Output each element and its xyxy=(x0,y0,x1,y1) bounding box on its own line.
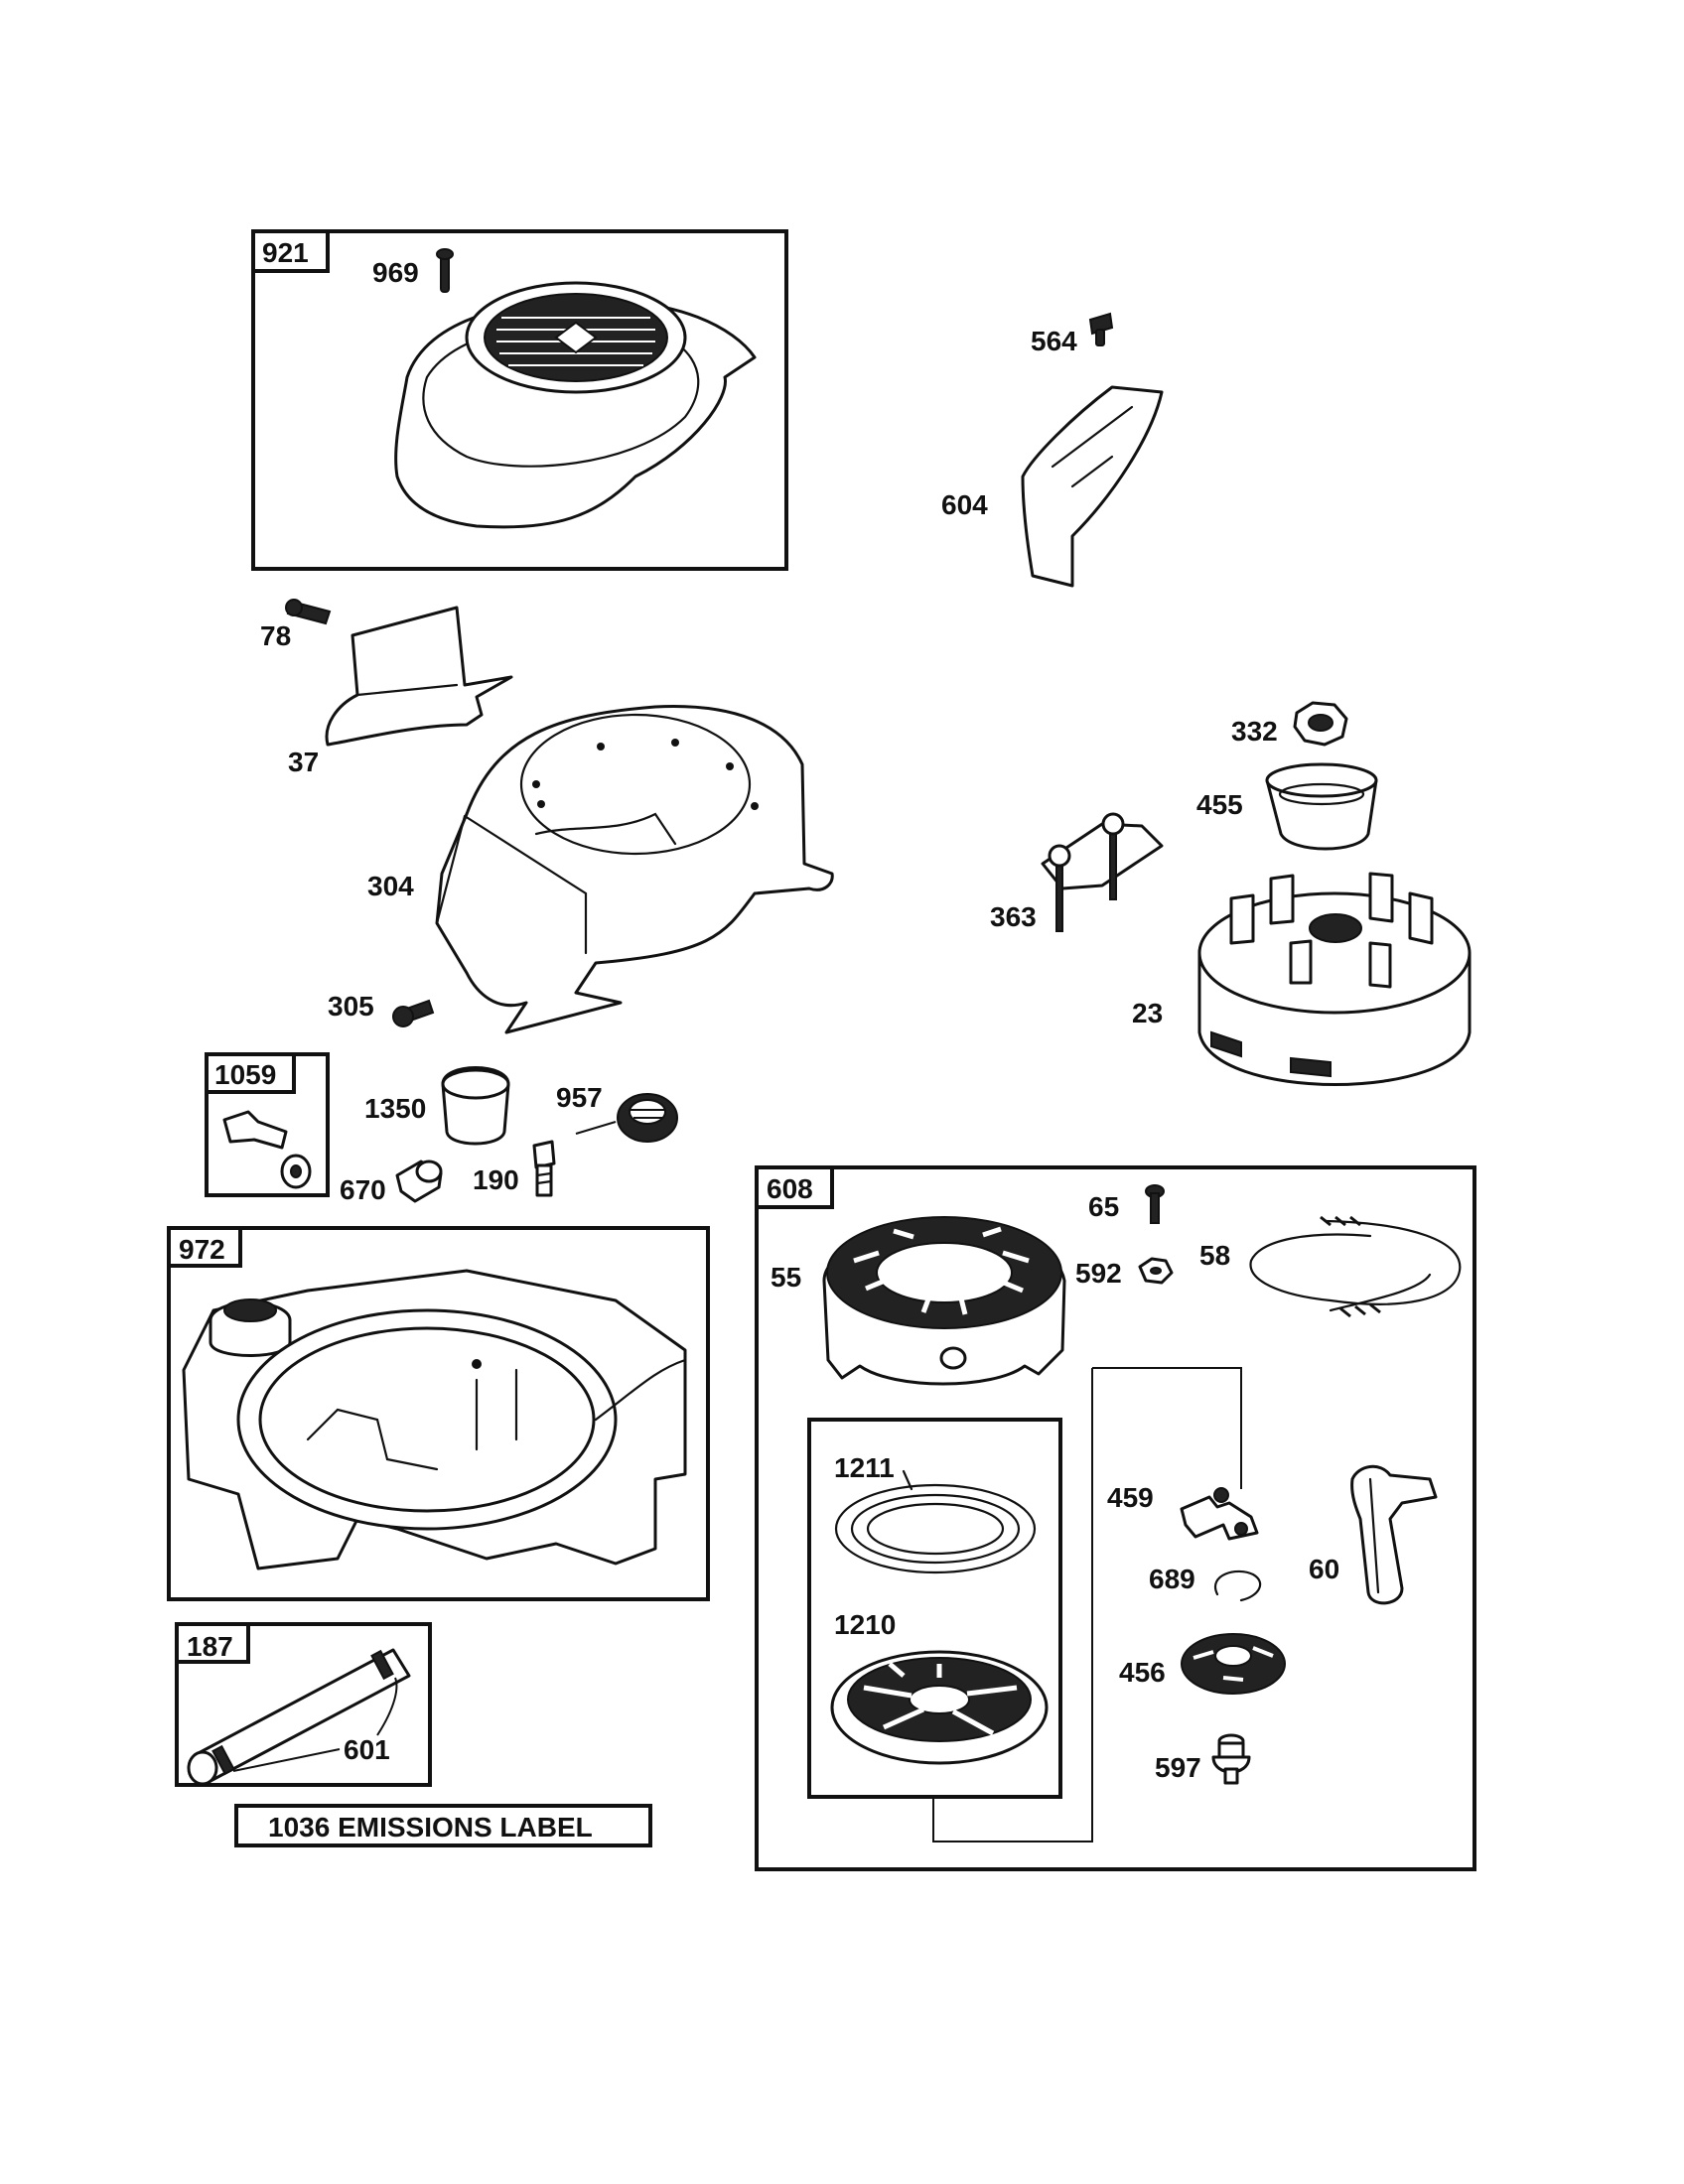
group-921-label: 921 xyxy=(262,237,309,268)
part-363-label: 363 xyxy=(990,901,1037,932)
retainer-597 xyxy=(1211,1733,1251,1785)
cover-921 xyxy=(394,281,757,529)
part-23-label: 23 xyxy=(1132,998,1163,1028)
nut-592 xyxy=(1138,1257,1174,1285)
screw-305 xyxy=(392,999,435,1027)
part-304-label: 304 xyxy=(367,871,414,901)
group-1059-label: 1059 xyxy=(214,1059,276,1090)
group-608-frame xyxy=(755,1165,1476,1871)
connector-bracket xyxy=(932,1367,1242,1843)
part-78-label: 78 xyxy=(260,620,291,651)
group-972-tag xyxy=(167,1226,242,1268)
group-187-frame xyxy=(175,1622,432,1787)
part-37-label: 37 xyxy=(288,747,319,777)
part-592-label: 592 xyxy=(1075,1258,1122,1289)
group-921-frame xyxy=(251,229,788,571)
deflector-37 xyxy=(325,606,513,747)
part-455-label: 455 xyxy=(1196,789,1243,820)
cam-456 xyxy=(1181,1633,1286,1695)
clip-689 xyxy=(1213,1570,1262,1602)
part-332-label: 332 xyxy=(1231,716,1278,747)
part-969-label: 969 xyxy=(372,257,419,288)
part-1350-label: 1350 xyxy=(364,1093,426,1124)
pulley-1210 xyxy=(830,1650,1049,1765)
blower-housing-304 xyxy=(435,705,834,1034)
group-972-label: 972 xyxy=(179,1234,225,1265)
rope-58 xyxy=(1249,1215,1462,1318)
part-601-label: 601 xyxy=(344,1734,390,1765)
bracket-363 xyxy=(1041,812,1164,932)
group-187-label: 187 xyxy=(187,1631,233,1662)
part-597-label: 597 xyxy=(1155,1752,1201,1783)
emissions-label-frame xyxy=(234,1804,652,1847)
part-564-label: 564 xyxy=(1031,326,1077,356)
leader-601-a xyxy=(232,1748,341,1772)
part-459-label: 459 xyxy=(1107,1482,1154,1513)
part-957-label: 957 xyxy=(556,1082,603,1113)
part-55-label: 55 xyxy=(771,1262,801,1293)
group-972-frame xyxy=(167,1226,710,1601)
spring-1211 xyxy=(834,1469,1037,1574)
part-1210-label: 1210 xyxy=(834,1609,896,1640)
bolt-1059 xyxy=(222,1110,312,1189)
part-1211-label: 1211 xyxy=(834,1452,895,1483)
screw-65 xyxy=(1145,1184,1165,1224)
pulley-957 xyxy=(575,1093,678,1143)
screw-564 xyxy=(1088,312,1114,346)
group-1059-tag xyxy=(205,1052,296,1094)
pawl-459 xyxy=(1180,1487,1259,1541)
leader-601-b xyxy=(376,1677,398,1736)
group-608-tag xyxy=(755,1165,834,1209)
emissions-label-text: 1036 EMISSIONS LABEL xyxy=(268,1812,593,1843)
tank-base-972 xyxy=(182,1269,687,1570)
screw-969 xyxy=(436,248,454,293)
bolt-190 xyxy=(532,1140,556,1197)
starter-housing-55 xyxy=(822,1216,1066,1386)
part-604-label: 604 xyxy=(941,489,988,520)
cup-455 xyxy=(1265,762,1378,851)
fuel-line-187 xyxy=(187,1648,411,1786)
bushing-1350 xyxy=(441,1066,510,1146)
flywheel-23 xyxy=(1197,872,1472,1086)
part-670-label: 670 xyxy=(340,1174,386,1205)
part-60-label: 60 xyxy=(1309,1554,1339,1584)
part-456-label: 456 xyxy=(1119,1657,1166,1688)
group-921-tag xyxy=(251,229,330,273)
air-guide-604 xyxy=(1021,385,1164,588)
handle-60 xyxy=(1350,1464,1438,1605)
group-187-tag xyxy=(175,1622,250,1664)
part-305-label: 305 xyxy=(328,991,374,1022)
part-190-label: 190 xyxy=(473,1164,519,1195)
nut-332 xyxy=(1293,701,1348,747)
spacer-670 xyxy=(395,1160,443,1203)
part-65-label: 65 xyxy=(1088,1191,1119,1222)
group-608-label: 608 xyxy=(767,1173,813,1204)
spring-pulley-frame xyxy=(807,1418,1062,1799)
part-689-label: 689 xyxy=(1149,1564,1195,1594)
part-58-label: 58 xyxy=(1199,1240,1230,1271)
screw-78 xyxy=(285,599,332,625)
